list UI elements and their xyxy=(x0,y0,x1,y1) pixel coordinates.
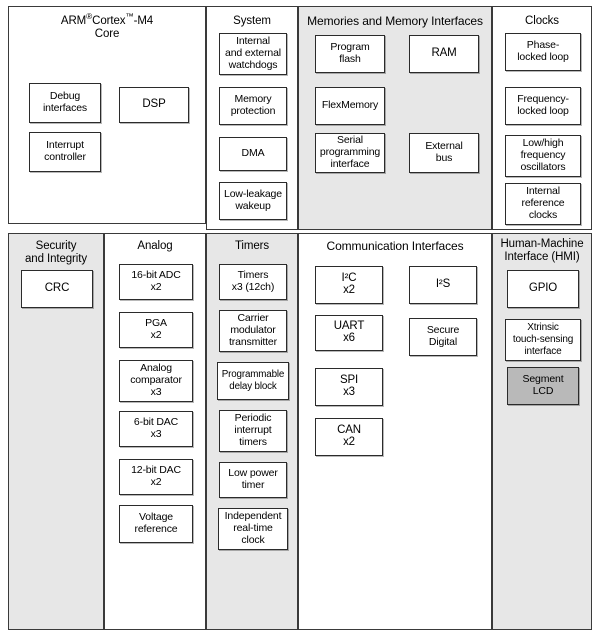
panel-title-system: System xyxy=(233,15,271,27)
block-dma[interactable]: DMA xyxy=(219,137,287,171)
block-gpio[interactable]: GPIO xyxy=(507,270,579,308)
panel-hmi: Human-Machine Interface (HMI) GPIO Xtrin… xyxy=(492,233,592,630)
block-spi[interactable]: SPI x3 xyxy=(315,368,383,406)
block-dsp[interactable]: DSP xyxy=(119,87,189,123)
panel-title-communication-interfaces: Communication Interfaces xyxy=(326,239,464,253)
panel-title-clocks: Clocks xyxy=(525,15,559,27)
block-secure-digital[interactable]: Secure Digital xyxy=(409,318,477,356)
block-low-power-timer[interactable]: Low power timer xyxy=(219,462,287,498)
block-independent-real-time-clock[interactable]: Independent real-time clock xyxy=(218,508,288,550)
panel-title-analog: Analog xyxy=(137,240,173,252)
block-internal-reference-clocks[interactable]: Internal reference clocks xyxy=(505,183,581,225)
panel-communication-interfaces: Communication Interfaces I²C x2 I²S UART… xyxy=(298,233,492,630)
block-memory-protection[interactable]: Memory protection xyxy=(219,87,287,125)
panel-title-memories: Memories and Memory Interfaces xyxy=(307,14,483,28)
block-serial-programming-interface[interactable]: Serial programming interface xyxy=(315,133,385,173)
panel-title-security-integrity: Security and Integrity xyxy=(25,240,87,265)
block-interrupt-controller[interactable]: Interrupt controller xyxy=(29,132,101,172)
block-external-bus[interactable]: External bus xyxy=(409,133,479,173)
block-adc-16bit[interactable]: 16-bit ADC x2 xyxy=(119,264,193,300)
panel-clocks: Clocks Phase- locked loop Frequency- loc… xyxy=(492,6,592,230)
block-can[interactable]: CAN x2 xyxy=(315,418,383,456)
block-oscillators[interactable]: Low/high frequency oscillators xyxy=(505,135,581,177)
block-i2c[interactable]: I²C x2 xyxy=(315,266,383,304)
block-crc[interactable]: CRC xyxy=(21,270,93,308)
block-i2s[interactable]: I²S xyxy=(409,266,477,304)
block-watchdogs[interactable]: Internal and external watchdogs xyxy=(219,33,287,75)
block-dac-6bit[interactable]: 6-bit DAC x3 xyxy=(119,411,193,447)
block-segment-lcd[interactable]: Segment LCD xyxy=(507,367,579,405)
block-debug-interfaces[interactable]: Debug interfaces xyxy=(29,83,101,123)
block-flexmemory[interactable]: FlexMemory xyxy=(315,87,385,125)
panel-analog: Analog 16-bit ADC x2 PGA x2 Analog compa… xyxy=(104,233,206,630)
block-ram[interactable]: RAM xyxy=(409,35,479,73)
block-voltage-reference[interactable]: Voltage reference xyxy=(119,505,193,543)
block-program-flash[interactable]: Program flash xyxy=(315,35,385,73)
block-pga[interactable]: PGA x2 xyxy=(119,312,193,348)
block-analog-comparator[interactable]: Analog comparator x3 xyxy=(119,360,193,402)
panel-title-hmi: Human-Machine Interface (HMI) xyxy=(500,238,584,263)
block-periodic-interrupt-timers[interactable]: Periodic interrupt timers xyxy=(219,410,287,452)
block-carrier-modulator-transmitter[interactable]: Carrier modulator transmitter xyxy=(219,310,287,352)
block-xtrinsic-touch-sensing-interface[interactable]: Xtrinsic touch-sensing interface xyxy=(505,319,581,361)
block-programmable-delay-block[interactable]: Programmable delay block xyxy=(217,362,289,400)
block-dac-12bit[interactable]: 12-bit DAC x2 xyxy=(119,459,193,495)
panel-memories: Memories and Memory Interfaces Program f… xyxy=(298,6,492,230)
panel-system: System Internal and external watchdogs M… xyxy=(206,6,298,230)
panel-timers: Timers Timers x3 (12ch) Carrier modulato… xyxy=(206,233,298,630)
block-frequency-locked-loop[interactable]: Frequency- locked loop xyxy=(505,87,581,125)
panel-security-integrity: Security and Integrity CRC xyxy=(8,233,104,630)
block-phase-locked-loop[interactable]: Phase- locked loop xyxy=(505,33,581,71)
block-timers[interactable]: Timers x3 (12ch) xyxy=(219,264,287,300)
block-low-leakage-wakeup[interactable]: Low-leakage wakeup xyxy=(219,182,287,220)
panel-title-timers: Timers xyxy=(234,240,270,252)
block-uart[interactable]: UART x6 xyxy=(315,315,383,351)
